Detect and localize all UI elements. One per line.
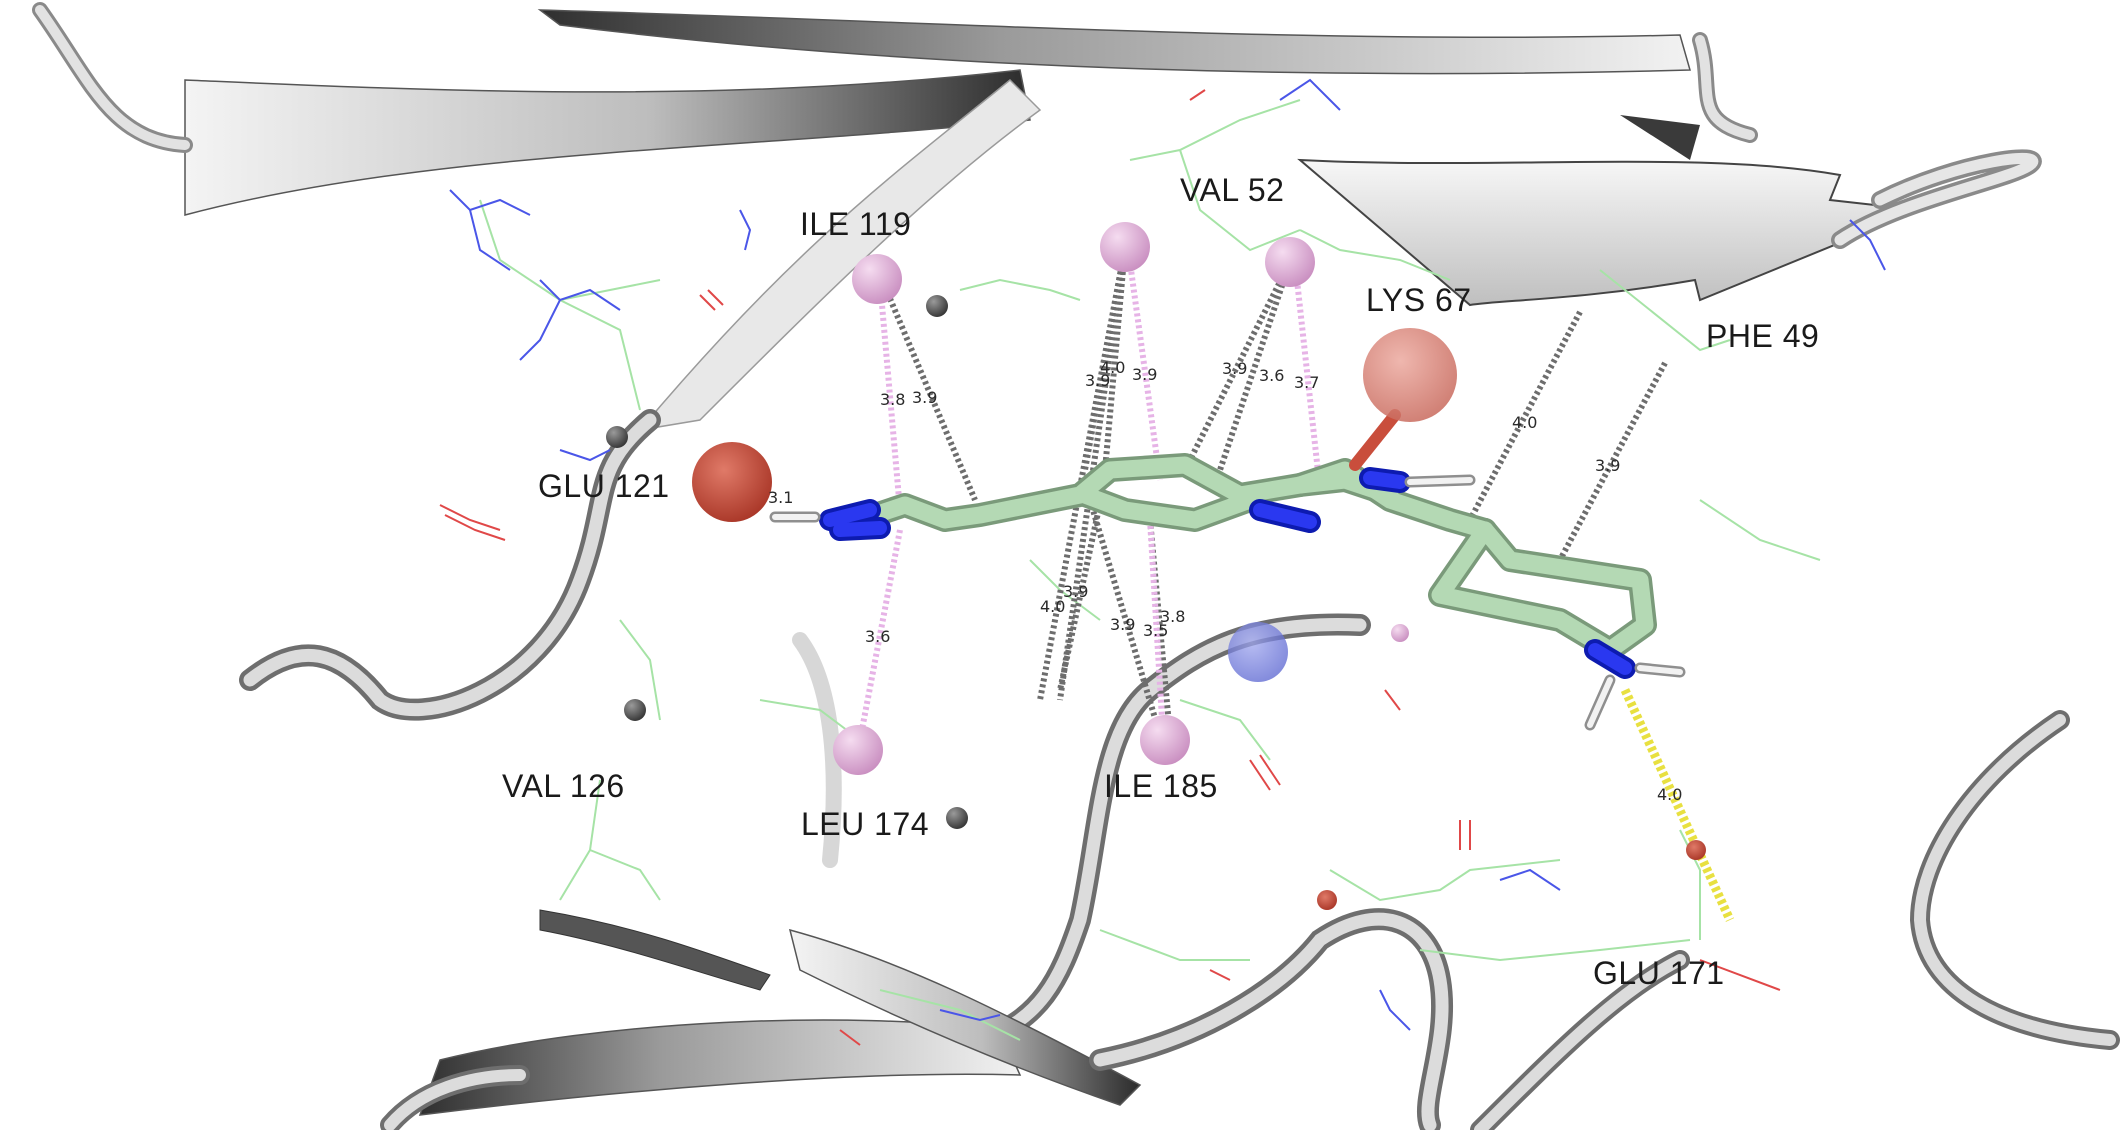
residue-label-phe49: PHE 49 [1706, 318, 1820, 354]
grey-atom-3 [624, 699, 646, 721]
distance-label: 4.0 [1040, 597, 1065, 616]
distance-label: 3.8 [1160, 607, 1185, 626]
alkyl-sphere-ile185 [1140, 715, 1190, 765]
alkyl-sphere-ile119 [852, 254, 902, 304]
loop-top-left [32, 2, 193, 153]
distance-label: 4.0 [1100, 358, 1125, 377]
residue-label-ile119: ILE 119 [800, 206, 912, 242]
distance-label: 3.1 [768, 488, 793, 507]
grey-atom-1 [926, 295, 948, 317]
oxygen-sphere-lys67 [1363, 328, 1457, 422]
distance-labels: 3.8 3.9 3.9 4.0 3.9 3.9 3.6 3.7 4.0 3.9 … [768, 358, 1682, 804]
beta-sheet-arrow-right [1297, 158, 1921, 307]
alkyl-sphere-right [1265, 237, 1315, 287]
ligand [769, 409, 1686, 731]
grey-atom-4 [946, 807, 968, 829]
coil-lower-center [792, 632, 842, 868]
beta-sheet-bottom-middle [788, 928, 1142, 1106]
distance-label: 3.9 [1132, 365, 1157, 384]
distance-label: 3.9 [1063, 582, 1088, 601]
alkyl-sphere-center [1100, 222, 1150, 272]
coil-lower-middle [969, 613, 1371, 1051]
salt-bridge-contact [1620, 688, 1735, 922]
alkyl-sphere-leu174 [833, 725, 883, 775]
grey-atom-2 [606, 426, 628, 448]
residue-label-glu121: GLU 121 [538, 468, 670, 504]
distance-label: 3.6 [1259, 366, 1284, 385]
beta-sheet-top-left [184, 69, 1031, 216]
pi-alkyl-contacts [857, 247, 1323, 741]
coil-right-edge [1909, 710, 2120, 1050]
protein-ribbons [32, 2, 2120, 1130]
small-pink-sphere [1391, 624, 1409, 642]
distance-label: 3.9 [1085, 371, 1110, 390]
beta-sheet-top [537, 9, 1691, 75]
red-atom-small-2 [1686, 840, 1706, 860]
interaction-spheres [606, 222, 1706, 910]
distance-label: 3.6 [865, 627, 890, 646]
residue-label-val126: VAL 126 [502, 768, 625, 804]
distance-label: 3.8 [880, 390, 905, 409]
nitrogen-sphere [1228, 622, 1288, 682]
distance-label: 3.9 [1595, 456, 1620, 475]
distance-label: 3.9 [1222, 359, 1247, 378]
red-atom-small-1 [1317, 890, 1337, 910]
distance-label: 3.9 [1110, 615, 1135, 634]
distance-label: 3.9 [912, 388, 937, 407]
residue-sidechains [439, 78, 1886, 1046]
distance-label: 4.0 [1657, 785, 1682, 804]
distance-label: 3.5 [1143, 621, 1168, 640]
beta-sheet-bottom-left [418, 1019, 1022, 1116]
oxygen-sphere-glu121 [692, 442, 772, 522]
residue-label-ile185: ILE 185 [1104, 768, 1218, 804]
distance-label: 3.7 [1294, 373, 1319, 392]
beta-sheet-upper-middle [638, 78, 1042, 432]
residue-label-glu171: GLU 171 [1593, 955, 1725, 991]
residue-label-lys67: LYS 67 [1366, 282, 1472, 318]
beta-sheet-lower-left-strip [539, 909, 771, 991]
distance-label: 4.0 [1512, 413, 1537, 432]
residue-label-val52: VAL 52 [1180, 172, 1285, 208]
residue-label-leu174: LEU 174 [801, 806, 930, 842]
